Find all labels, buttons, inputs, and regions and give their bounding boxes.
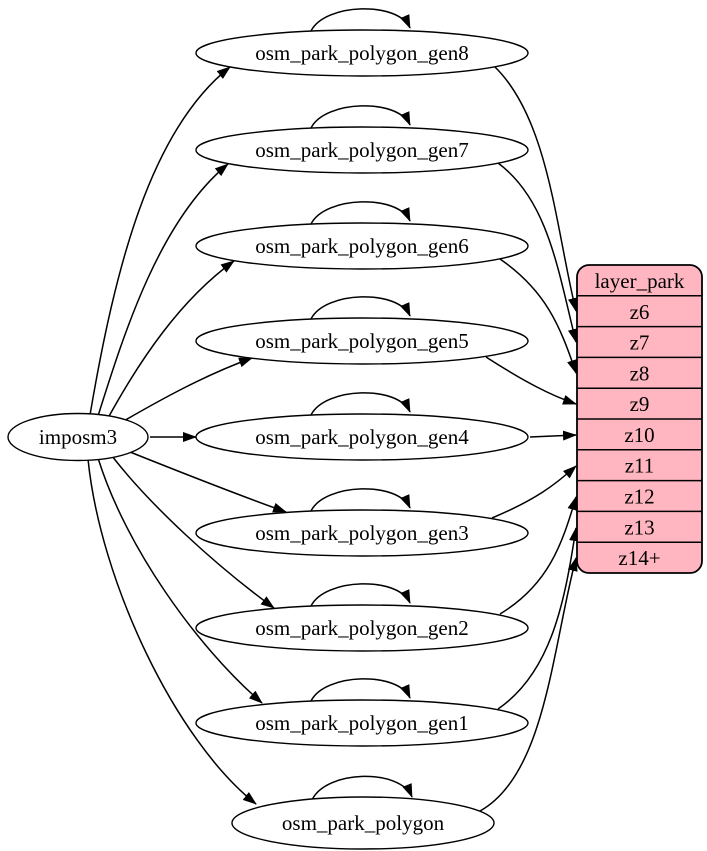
gen7-ellipse xyxy=(195,126,529,174)
edges-to-layer xyxy=(479,66,579,812)
edge-imposm3-gen7 xyxy=(97,163,229,417)
edge-gen4-z10 xyxy=(529,430,577,441)
gen8-ellipse xyxy=(195,29,529,77)
self-loop-gen7 xyxy=(310,105,411,129)
gen5-label: osm_park_polygon_gen5 xyxy=(255,329,468,353)
node-osm-park-polygon-gen5: osm_park_polygon_gen5 xyxy=(195,317,529,365)
gen2-label: osm_park_polygon_gen2 xyxy=(255,616,468,640)
gen6-ellipse xyxy=(195,222,529,270)
self-loop-gen4 xyxy=(310,392,411,416)
self-loop-gen6 xyxy=(310,201,411,225)
layer-park-title: layer_park xyxy=(595,269,685,293)
self-loop-edges xyxy=(310,8,413,801)
node-osm-park-polygon: osm_park_polygon xyxy=(231,796,495,850)
table-nodes: osm_park_polygon_gen8 osm_park_polygon_g… xyxy=(195,29,529,850)
edge-imposm3-gen8 xyxy=(89,66,231,416)
edge-gen2-z12 xyxy=(499,496,578,615)
edge-gen7-z7 xyxy=(497,162,578,343)
edge-imposm3-polygon xyxy=(87,458,257,805)
edge-polygon-z14 xyxy=(479,557,578,812)
gen1-label: osm_park_polygon_gen1 xyxy=(255,711,468,735)
gen3-ellipse xyxy=(195,509,529,557)
node-osm-park-polygon-gen2: osm_park_polygon_gen2 xyxy=(195,604,529,652)
self-loop-gen3 xyxy=(310,488,411,512)
gen6-label: osm_park_polygon_gen6 xyxy=(255,234,468,258)
gen1-ellipse xyxy=(195,699,529,747)
edge-imposm3-gen3 xyxy=(129,451,287,513)
self-loop-gen8 xyxy=(310,8,411,32)
node-osm-park-polygon-gen1: osm_park_polygon_gen1 xyxy=(195,699,529,747)
edge-gen5-z9 xyxy=(485,356,577,405)
gen8-label: osm_park_polygon_gen8 xyxy=(255,41,468,65)
node-osm-park-polygon-gen6: osm_park_polygon_gen6 xyxy=(195,222,529,270)
gen4-label: osm_park_polygon_gen4 xyxy=(255,425,469,449)
gen4-ellipse xyxy=(195,413,529,461)
layer-park-row-z6: z6 xyxy=(630,300,650,324)
edge-imposm3-gen6 xyxy=(107,260,235,419)
imposm3-ellipse xyxy=(7,412,149,462)
gen2-ellipse xyxy=(195,604,529,652)
gen5-ellipse xyxy=(195,317,529,365)
self-loop-gen2 xyxy=(310,583,411,607)
edge-gen8-z6 xyxy=(494,66,578,312)
edges-from-source xyxy=(87,66,287,805)
layer-park-row-z12: z12 xyxy=(624,485,654,509)
edge-imposm3-gen1 xyxy=(97,457,263,704)
layer-park-node: layer_park z6 z7 z8 z9 z10 z11 z12 z13 z… xyxy=(576,264,703,574)
layer-park-row-z14: z14+ xyxy=(618,546,660,570)
polygon-ellipse xyxy=(231,796,495,850)
layer-park-row-z9: z9 xyxy=(630,392,650,416)
node-osm-park-polygon-gen7: osm_park_polygon_gen7 xyxy=(195,126,529,174)
layer-park-row-z10: z10 xyxy=(624,423,654,447)
node-osm-park-polygon-gen4: osm_park_polygon_gen4 xyxy=(195,413,529,461)
layer-park-row-z11: z11 xyxy=(625,454,655,478)
edge-gen1-z13 xyxy=(497,527,579,710)
layer-park-row-z7: z7 xyxy=(630,331,650,355)
imposm3-label: imposm3 xyxy=(39,425,117,449)
layer-park-row-z8: z8 xyxy=(630,361,650,385)
edge-imposm3-gen2 xyxy=(111,455,275,609)
layer-park-row-z13: z13 xyxy=(624,515,654,539)
node-imposm3: imposm3 xyxy=(7,412,149,462)
node-osm-park-polygon-gen8: osm_park_polygon_gen8 xyxy=(195,29,529,77)
gen3-label: osm_park_polygon_gen3 xyxy=(255,521,468,545)
self-loop-gen1 xyxy=(310,678,411,702)
edge-imposm3-gen5 xyxy=(121,357,253,423)
self-loop-polygon xyxy=(311,775,413,801)
polygon-label: osm_park_polygon xyxy=(282,811,445,835)
edge-gen3-z11 xyxy=(491,465,577,519)
node-osm-park-polygon-gen3: osm_park_polygon_gen3 xyxy=(195,509,529,557)
gen7-label: osm_park_polygon_gen7 xyxy=(255,138,468,162)
self-loop-gen5 xyxy=(310,296,411,320)
edge-gen6-z8 xyxy=(499,258,577,374)
